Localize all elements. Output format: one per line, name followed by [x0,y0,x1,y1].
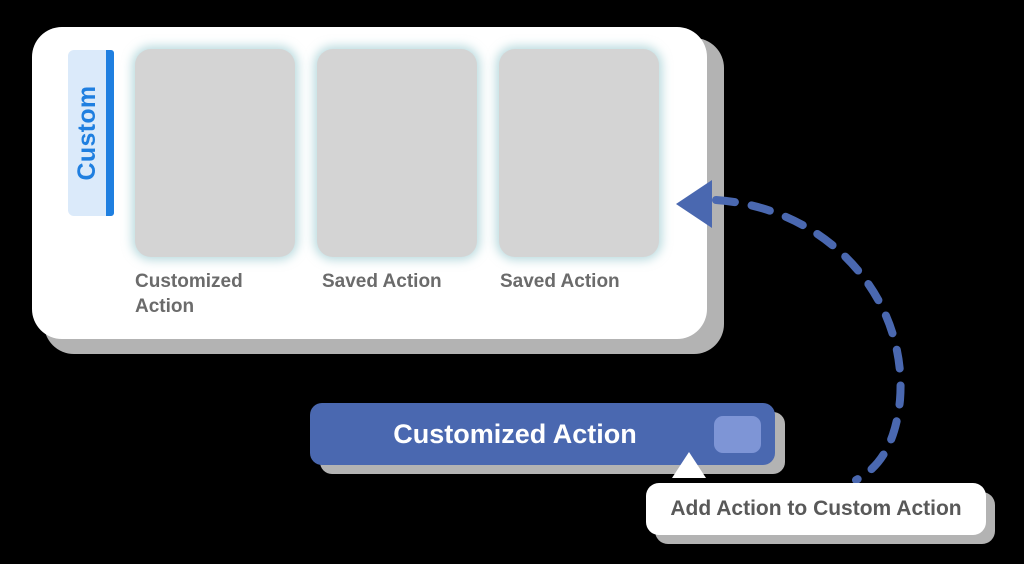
custom-action-panel: Custom Customized Action Saved Action Sa… [32,27,707,339]
customized-action-bar-label: Customized Action [393,419,637,449]
sidebar-tab-custom-label: Custom [73,85,101,181]
action-card-saved-2[interactable] [499,49,659,257]
action-card-label-saved-2: Saved Action [500,271,620,292]
add-square-icon[interactable] [714,416,761,453]
sidebar-tab-accent-bar [106,50,114,216]
action-card-saved-1[interactable] [317,49,477,257]
tooltip-pointer-icon [672,452,706,478]
action-card-label-saved-1: Saved Action [322,271,442,292]
action-card-customized[interactable] [135,49,295,257]
tooltip-add-action: Add Action to Custom Action [646,483,986,535]
tooltip-text: Add Action to Custom Action [670,497,962,520]
sidebar-tab-custom[interactable]: Custom [68,50,114,216]
action-card-label-customized: Customized Action [135,271,243,317]
